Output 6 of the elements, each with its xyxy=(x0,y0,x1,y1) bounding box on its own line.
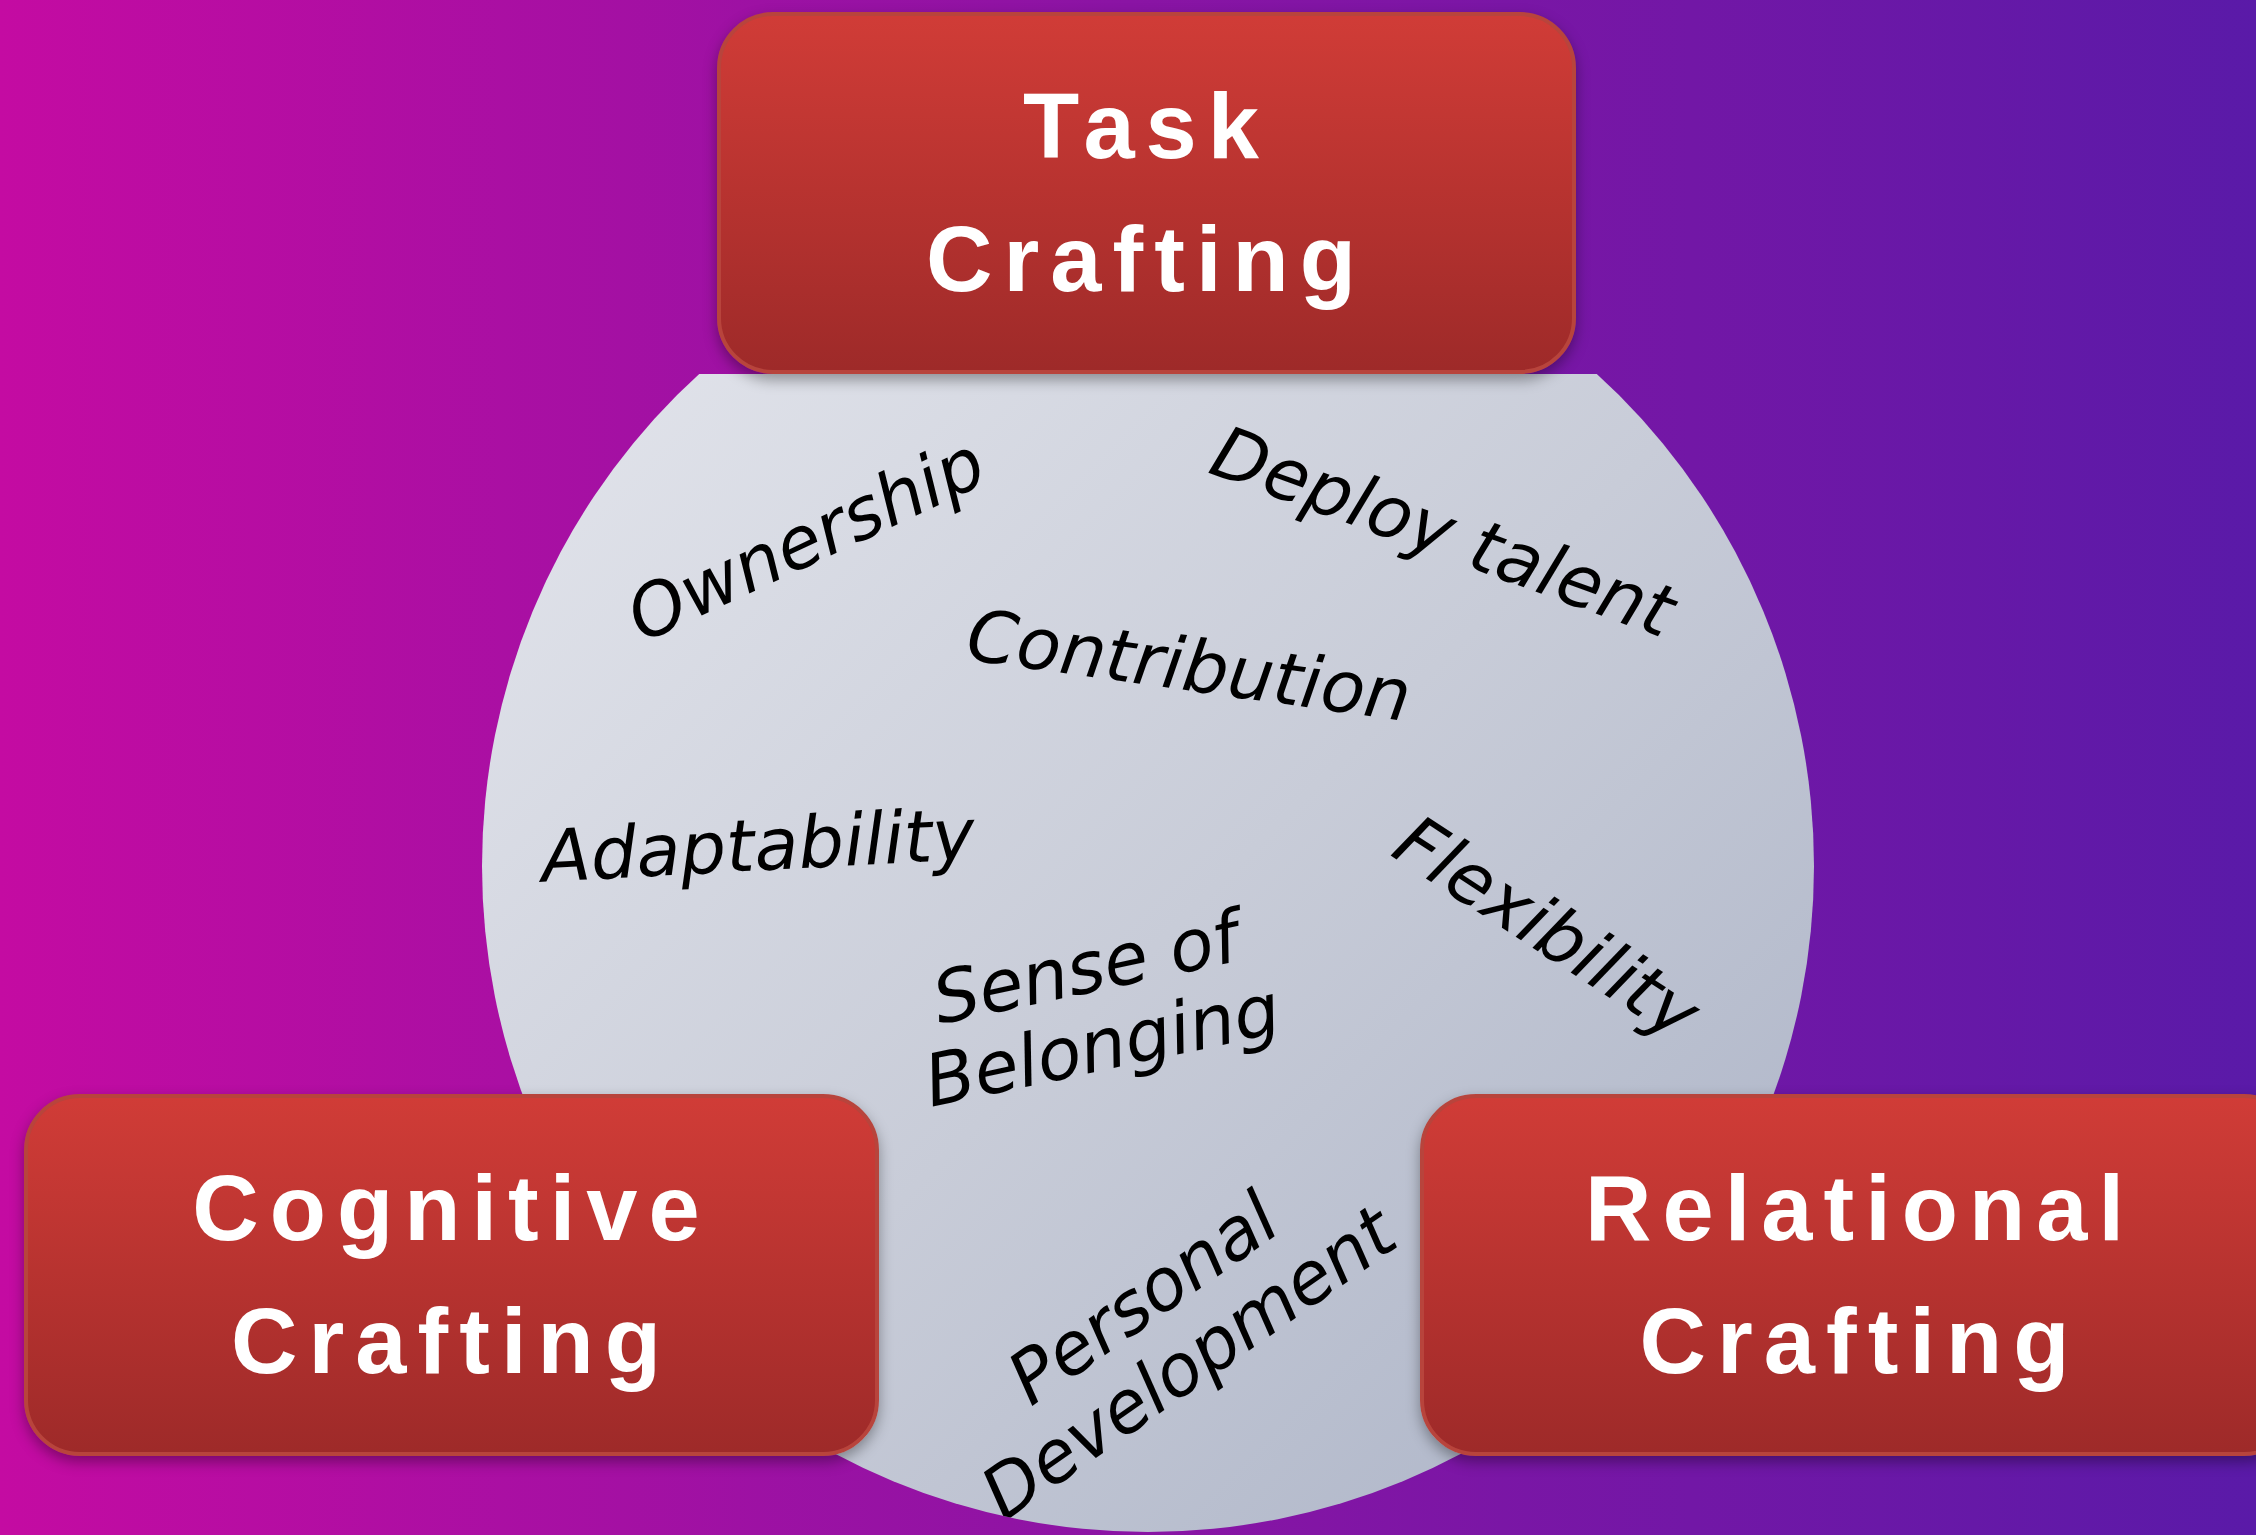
category-box xyxy=(1420,1094,2256,1456)
category-title: Cognitive Crafting xyxy=(192,1155,711,1394)
category-title: Relational Crafting xyxy=(1584,1155,2136,1394)
category-box xyxy=(24,1094,879,1456)
category-box xyxy=(717,12,1576,374)
category-title: Task Crafting xyxy=(926,73,1367,312)
